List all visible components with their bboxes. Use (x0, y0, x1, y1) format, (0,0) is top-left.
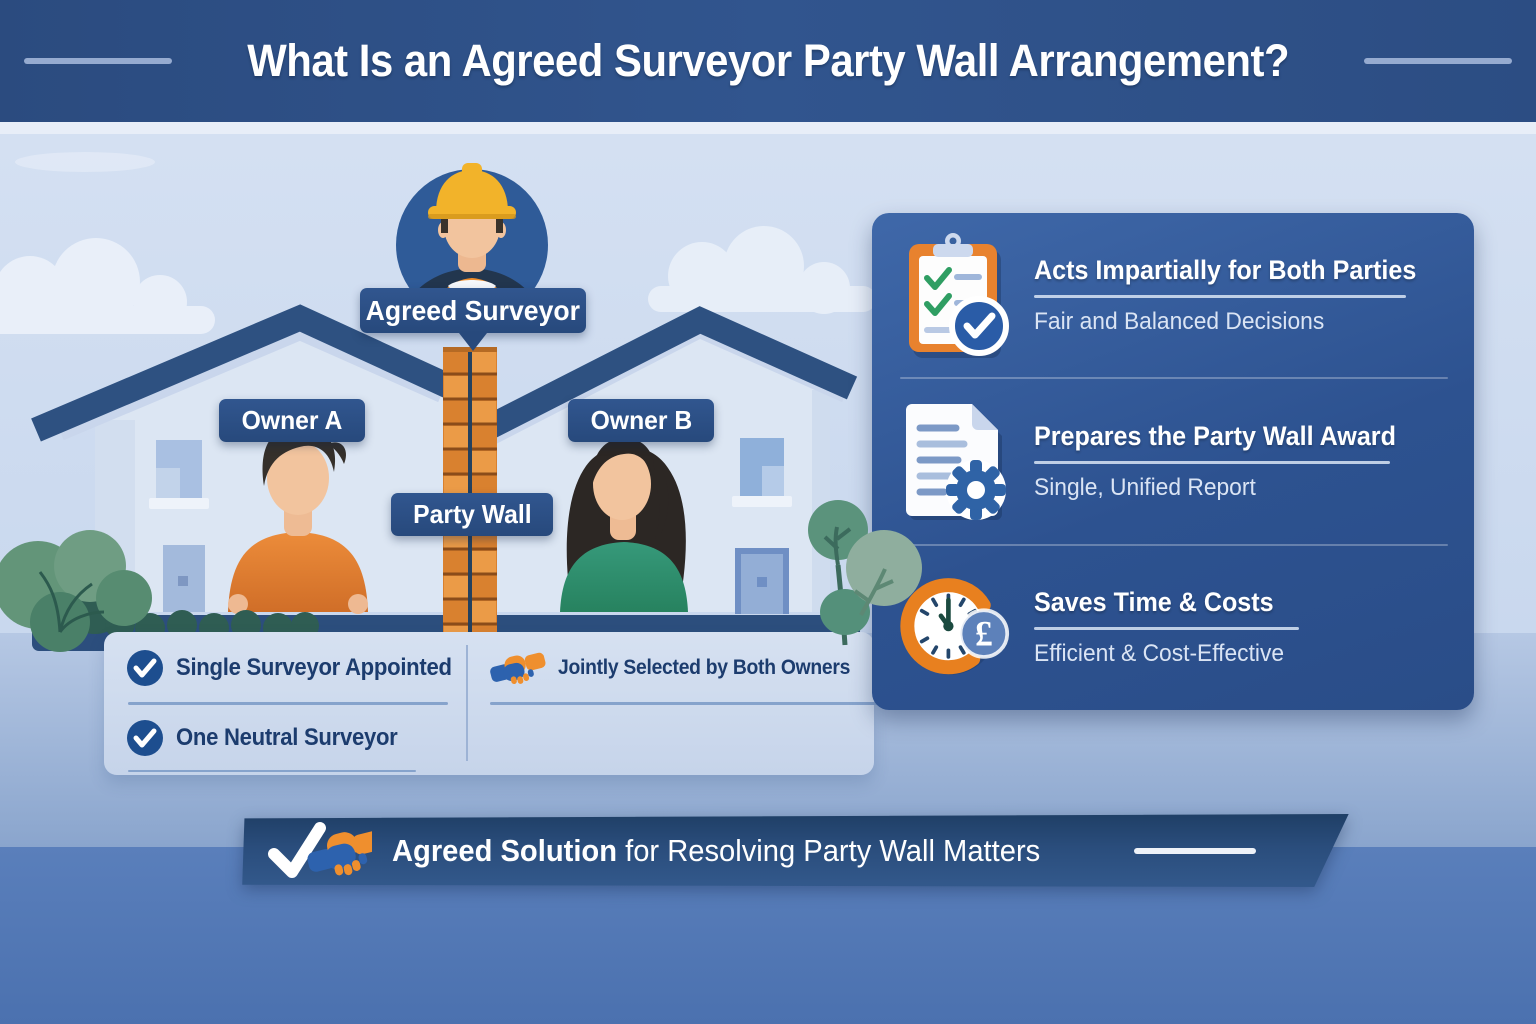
checklist-item-label: One Neutral Surveyor (176, 724, 398, 751)
title-dash-left (23, 58, 172, 64)
scene-illustration (0, 152, 876, 652)
footer-ribbon: Agreed Solution for Resolving Party Wall… (240, 814, 1352, 887)
title-dash-right (1364, 58, 1513, 64)
agreed-surveyor-label: Agreed Surveyor (360, 288, 586, 351)
clock-pound-icon: £ (898, 563, 1010, 693)
header-divider-strip (0, 122, 1536, 134)
checklist-item: One Neutral Surveyor (126, 714, 417, 762)
benefit-subtitle: Efficient & Cost-Effective (1034, 640, 1285, 668)
check-handshake-icon (268, 821, 372, 878)
owner-b-label: Owner B (568, 399, 714, 442)
checklist-item-label: Jointly Selected by Both Owners (558, 656, 851, 679)
column-divider (466, 645, 468, 761)
checklist-item: Jointly Selected by Both Owners (490, 644, 875, 692)
divider (128, 702, 448, 705)
hard-hat-icon (428, 163, 516, 219)
underline (1034, 460, 1390, 464)
benefit-title: Prepares the Party Wall Award (1034, 420, 1396, 451)
benefit-item: Acts Impartially for Both Parties Fair a… (872, 213, 1474, 377)
underline (1034, 294, 1406, 298)
divider (128, 770, 416, 772)
divider (900, 543, 1448, 546)
checklist-item-label: Single Surveyor Appointed (176, 654, 452, 681)
handshake-icon (490, 652, 546, 685)
party-wall-label: Party Wall (391, 493, 553, 536)
cloud-right (648, 226, 876, 314)
benefits-panel: Acts Impartially for Both Parties Fair a… (872, 213, 1474, 710)
checklist-panel: Single Surveyor Appointed One Neutral Su… (104, 632, 938, 775)
tree-right (808, 500, 922, 646)
benefit-item: Prepares the Party Wall Award Single, Un… (872, 379, 1474, 543)
benefit-subtitle: Single, Unified Report (1034, 473, 1256, 501)
check-circle-icon (127, 650, 163, 686)
benefit-item: £ Saves Time & Costs Efficient & Cost-Ef… (872, 546, 1474, 710)
benefit-title: Saves Time & Costs (1034, 587, 1274, 618)
divider (900, 377, 1448, 380)
clipboard-check-icon (898, 230, 1010, 360)
owner-a-label: Owner A (219, 399, 365, 442)
ribbon-text: Agreed Solution for Resolving Party Wall… (392, 833, 1040, 869)
ribbon-text-rest: for Resolving Party Wall Matters (617, 832, 1041, 868)
header-banner: What Is an Agreed Surveyor Party Wall Ar… (0, 0, 1536, 122)
cloud-left (0, 152, 215, 334)
ribbon-dash (1133, 847, 1256, 854)
benefit-title: Acts Impartially for Both Parties (1034, 254, 1417, 285)
document-gear-icon (898, 396, 1010, 526)
owner-b-figure (560, 438, 688, 612)
check-circle-icon (127, 720, 163, 756)
page-title: What Is an Agreed Surveyor Party Wall Ar… (247, 35, 1289, 86)
divider (490, 702, 938, 705)
checklist-item: Single Surveyor Appointed (126, 644, 476, 692)
benefit-subtitle: Fair and Balanced Decisions (1034, 307, 1325, 335)
ribbon-text-bold: Agreed Solution (392, 832, 618, 868)
underline (1034, 627, 1299, 631)
pound-symbol: £ (975, 614, 993, 654)
